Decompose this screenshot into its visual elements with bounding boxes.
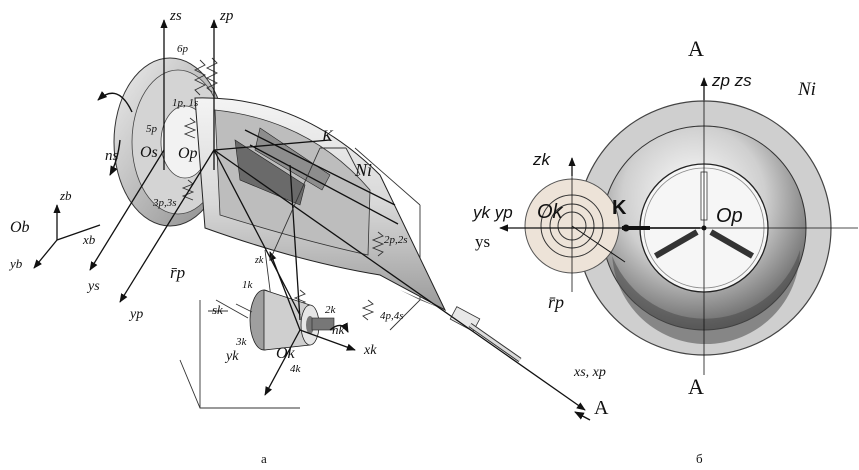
label-zp: zp — [219, 8, 234, 24]
label-1p-1s: 1p, 1s — [172, 97, 198, 109]
label-Ok-right: Ok — [537, 201, 564, 223]
label-xs-xp: xs, xp — [573, 365, 606, 380]
label-zk: zk — [254, 255, 264, 266]
label-zk-right: zk — [532, 150, 552, 169]
base-frame — [33, 204, 101, 269]
contact-point-K — [622, 224, 630, 232]
label-K-right: K — [612, 197, 627, 219]
label-xk: xk — [363, 343, 377, 358]
label-3p-3s: 3p,3s — [152, 197, 177, 209]
label-Op: Op — [178, 145, 198, 162]
label-1k: 1k — [242, 279, 254, 291]
label-Ok: Ok — [276, 345, 296, 362]
label-yb: yb — [8, 256, 23, 271]
label-zb: zb — [59, 188, 72, 203]
center-Op — [701, 225, 707, 231]
label-K: K — [321, 128, 334, 145]
left-labels: zs zp 6p 1p, 1s 5p ns Os Op K Ni zb Ob x… — [8, 8, 609, 466]
label-ys: ys — [86, 279, 100, 294]
right-labels: A zp zs Ni zk yk yp Ok K Op ys r̄p A б — [472, 36, 816, 466]
leader-lines — [208, 147, 421, 319]
label-yk: yk — [224, 349, 239, 364]
label-yk-yp: yk yp — [472, 203, 513, 222]
label-rp-left: r̄p — [170, 263, 185, 282]
cone-body — [194, 97, 522, 363]
axes-right — [499, 77, 858, 375]
label-yp: yp — [128, 307, 143, 322]
label-Ni-right: Ni — [797, 79, 816, 100]
axes-left — [89, 19, 586, 411]
label-6p: 6p — [177, 43, 189, 55]
label-A-top: A — [688, 36, 704, 61]
label-xb: xb — [82, 232, 96, 247]
label-4p-4s: 4p,4s — [380, 310, 404, 322]
right-figure-section: A zp zs Ni zk yk yp Ok K Op ys r̄p A б — [472, 36, 858, 466]
label-ys-right: ys — [475, 232, 490, 251]
label-zp-zs: zp zs — [711, 71, 752, 90]
label-rp-right: r̄p — [548, 292, 564, 312]
label-Op-right: Op — [716, 205, 743, 227]
label-Os: Os — [140, 144, 158, 161]
label-5p: 5p — [146, 123, 158, 135]
caption-a: а — [261, 451, 267, 466]
label-nk: nk — [332, 322, 345, 337]
label-Ni: Ni — [354, 160, 372, 180]
label-3k: 3k — [235, 336, 248, 348]
rotation-arrows — [97, 91, 591, 421]
label-A-bottom: A — [688, 374, 704, 399]
label-sk: sk — [212, 302, 223, 317]
label-2p-2s: 2p,2s — [384, 234, 408, 246]
label-4k: 4k — [290, 363, 302, 375]
label-Ob: Ob — [10, 219, 30, 236]
left-figure-assembly: zs zp 6p 1p, 1s 5p ns Os Op K Ni zb Ob x… — [8, 8, 609, 466]
label-zs: zs — [169, 8, 182, 24]
caption-b: б — [696, 451, 703, 466]
label-ns: ns — [105, 148, 119, 164]
label-A-left: A — [594, 397, 609, 419]
bowl-shadow — [610, 250, 800, 344]
label-2k: 2k — [325, 304, 337, 316]
